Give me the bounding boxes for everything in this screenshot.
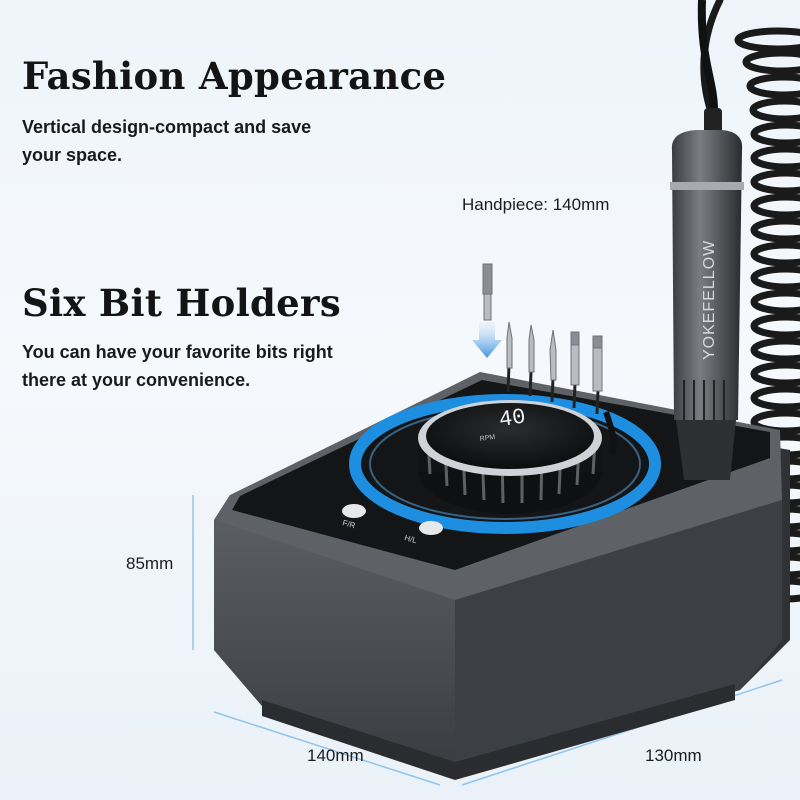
base-unit bbox=[214, 372, 790, 780]
svg-text:F/R: F/R bbox=[341, 518, 356, 530]
arrow-down-icon bbox=[472, 322, 502, 358]
accent-ring bbox=[349, 394, 661, 534]
handpiece-dimension-label: Handpiece: 140mm bbox=[462, 195, 610, 214]
speed-display: 40 bbox=[497, 405, 527, 433]
bit-holders bbox=[472, 263, 617, 456]
feature-title-bit-holders: Six Bit Holders bbox=[22, 281, 341, 325]
depth-dimension-label: 130mm bbox=[645, 746, 702, 765]
feature-description-bit-holders: You can have your favorite bits right th… bbox=[22, 342, 333, 390]
height-dimension-label: 85mm bbox=[126, 554, 174, 573]
drill-bit-loose bbox=[482, 263, 493, 321]
speed-unit: RPM bbox=[479, 434, 496, 443]
handpiece: YOKEFELLOW bbox=[670, 0, 744, 480]
speed-dial-knob bbox=[418, 400, 602, 514]
svg-text:H/L: H/L bbox=[403, 533, 418, 545]
feature-description-appearance: Vertical design-compact and save your sp… bbox=[22, 117, 312, 165]
width-dimension-label: 140mm bbox=[307, 746, 364, 765]
brand-label: YOKEFELLOW bbox=[701, 240, 718, 360]
drill-bit-flame bbox=[506, 321, 603, 392]
mode-buttons: F/R H/L bbox=[341, 504, 443, 545]
feature-title-appearance: Fashion Appearance bbox=[22, 54, 447, 98]
